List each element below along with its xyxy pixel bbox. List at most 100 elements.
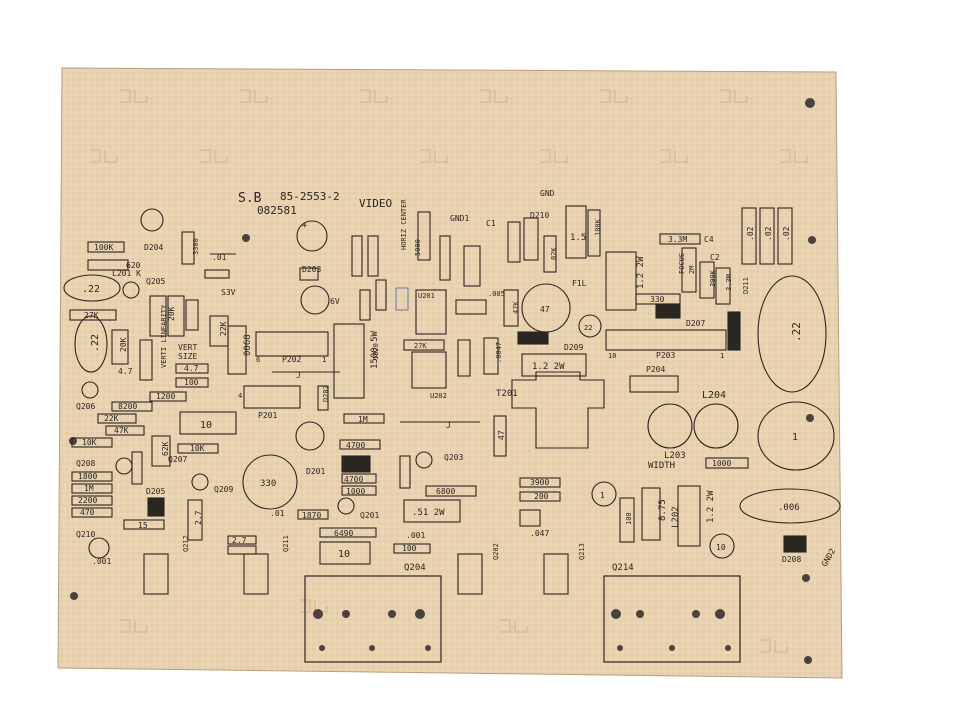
label-330-disk: 330 [260,479,276,489]
label-plus: + [302,221,308,231]
label-r1m-mid: 1M [358,415,368,424]
label-c005: .005 [488,290,505,298]
pcb-board [57,67,843,679]
label-q211: Q211 [282,535,290,552]
label-r100k-right: 100K [594,218,602,236]
label-d202: D202 [322,385,330,402]
label-l201k: L201 K [112,269,141,278]
label-r47k-vert: 47K [512,301,520,314]
label-r6800: 6800 [436,487,455,496]
right-section [591,207,841,559]
label-r47-vert: 4.7 [118,367,133,376]
label-q204: Q204 [404,563,426,573]
heatsink-outlines [304,575,741,663]
label-c01-mid: .01 [270,509,285,518]
label-r12-2w-b: 1.2 2W [636,256,646,289]
label-c047: .047 [530,529,549,538]
label-r470: 470 [80,508,95,517]
label-r27k-left: 27K [84,311,99,320]
label-r12-2w-a: 1.2 2W [532,362,565,372]
label-d201: D201 [306,467,325,476]
label-d208: D208 [782,555,801,564]
label-l203: L203 [664,451,686,461]
label-d207: D207 [686,319,705,328]
label-r390k: 390K [709,269,717,287]
label-r22k-b: 22K [104,414,119,423]
label-r5000: 5000 [414,239,422,256]
label-r2200: 2200 [78,496,97,505]
label-t201: T201 [496,389,518,399]
label-c22-big-left: .22 [90,334,101,352]
label-r1200: 1200 [156,392,175,401]
label-r10-left: 10 [200,420,212,431]
label-r100-h: 100 [184,378,199,387]
label-r4700-b: 4700 [344,475,363,484]
label-q212: Q212 [182,535,190,552]
label-p203: P203 [656,351,675,360]
jumper-lines [210,253,480,423]
label-r47k-b: 47K [114,426,129,435]
label-l202: L202 [671,506,681,528]
label-q202: Q202 [492,543,500,560]
label-r51-2w: .51 2W [412,508,445,518]
label-r330-h: 330 [650,295,665,304]
label-d211: D211 [742,277,750,294]
label-gnd1: GND1 [450,214,469,223]
label-q209: Q209 [214,485,233,494]
label-r1020: 1020 [372,343,380,360]
label-horiz-center: HORIZ CENTER [400,199,408,250]
label-c22-small: 22 [584,324,592,332]
label-vert-size-2: SIZE [178,352,197,361]
label-r200: 200 [534,492,549,501]
label-r1000: 1000 [346,487,365,496]
label-c02-c: .02 [782,226,791,241]
label-r6490: 6490 [334,529,353,538]
label-r1800: 1800 [78,472,97,481]
silkscreen-labels: GND1 GND C1 D210 1.5 100K D204 3300 620 … [76,189,837,573]
label-r8200: 8200 [118,402,137,411]
label-q201: Q201 [360,511,379,520]
label-gnd: GND [540,189,555,198]
label-d205: D205 [146,487,165,496]
label-r2m: 2M [688,266,696,274]
label-c0047: .0047 [495,342,503,363]
label-j-a: J [296,371,301,380]
label-r22k-mid: 22K [219,321,228,336]
label-r1500-5w: 1500 5W [370,330,380,369]
label-r47-disk: 47 [540,305,550,314]
label-c02-b: .02 [764,226,773,241]
label-q203: Q203 [444,453,463,462]
label-p202: P202 [282,355,301,364]
label-c1: C1 [486,219,496,228]
board-mark: S.B [238,191,262,206]
mounting-holes [69,98,816,664]
label-r27k-small: 27K [414,342,427,350]
label-c001-mid: .001 [406,531,425,540]
label-r3300: 3300 [192,238,200,255]
label-vert-linearity: VERTI LINEARITY [160,304,168,368]
video-label: VIDEO [359,197,392,210]
label-r1000-right: 1000 [712,459,731,468]
label-c1-big: 1 [792,432,798,443]
label-q213: Q213 [578,543,586,560]
label-r100-b: 100 [402,544,417,553]
label-pin-6: 6 [256,356,260,364]
label-l204: L204 [702,390,726,401]
watermark-pattern [90,89,808,653]
label-r15: 15 [138,521,148,530]
label-pin-4: 4 [238,392,242,400]
label-r100-vert: 100 [625,512,633,525]
label-r12-2w-c: 1.2 2W [706,490,716,523]
label-r33m-b: 3.3M [725,274,733,291]
label-q210: Q210 [76,530,95,539]
label-1-5: 1.5 [570,233,586,243]
label-c22-left: .22 [82,284,100,295]
label-r62k: 62K [161,441,170,456]
label-focus: FOCUS [678,253,686,274]
label-p204: P204 [646,365,665,374]
label-pin-10: 10 [608,352,616,360]
label-q205: Q205 [146,277,165,286]
date-code: 082581 [257,204,297,217]
left-section [63,208,298,595]
